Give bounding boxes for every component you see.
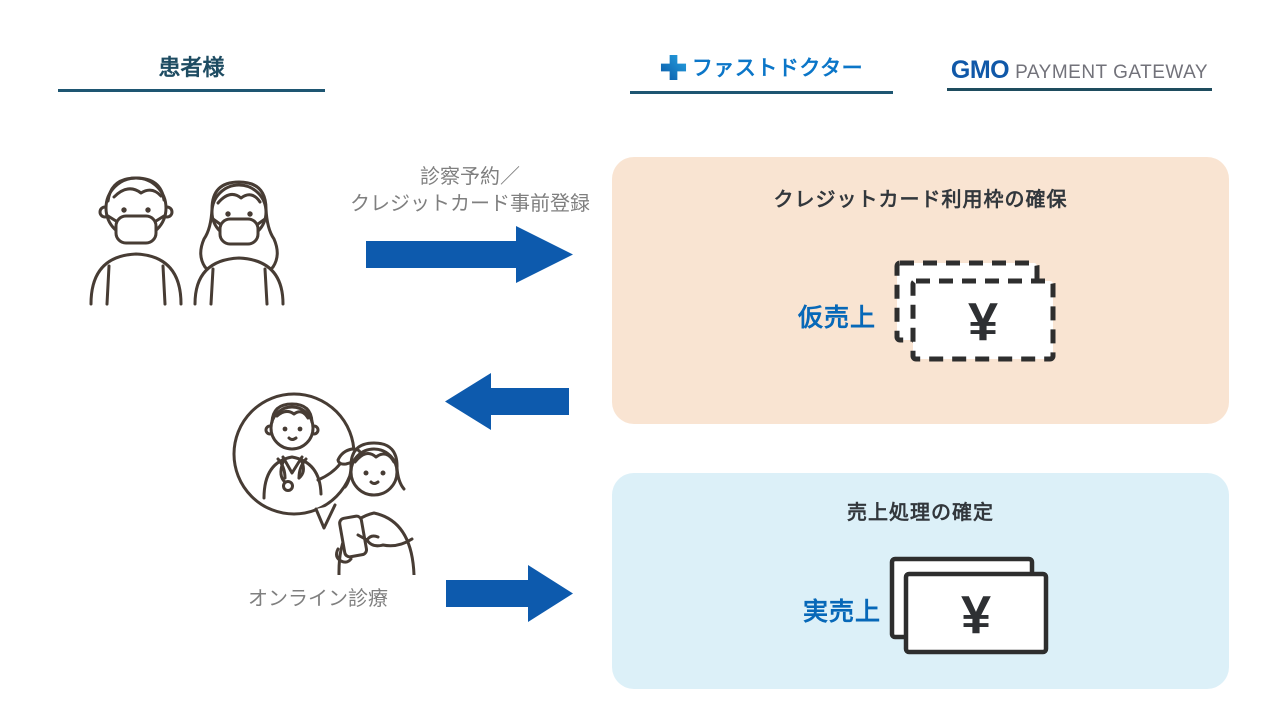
man-hair — [106, 176, 166, 203]
step1-label-line2: クレジットカード事前登録 — [350, 193, 590, 215]
column-header-patient: 患者様 — [158, 55, 225, 80]
solid-card-icon: ¥ — [884, 549, 1056, 666]
doctor-hair — [270, 402, 314, 424]
yen-symbol: ¥ — [968, 292, 998, 352]
gmo-logo-suffix: PAYMENT GATEWAY — [1015, 62, 1209, 83]
capture-box: 売上処理の確定 実売上 ¥ — [612, 473, 1229, 689]
man-body — [89, 252, 183, 306]
fastdoctor-header-divider — [630, 91, 893, 94]
fastdoctor-logo-text: ファストドクター — [691, 57, 864, 80]
column-header-gmo: GMO PAYMENT GATEWAY — [947, 56, 1212, 85]
arrow-right-settlement-icon — [446, 565, 573, 622]
smartphone — [338, 514, 369, 559]
doctor-head — [269, 405, 315, 451]
step2-label: オンライン診療 — [248, 588, 388, 610]
step1-label-line1: 診察予約／ — [420, 166, 520, 188]
capture-box-title: 売上処理の確定 — [847, 502, 994, 524]
provisional-sale-tag: 仮売上 — [798, 304, 877, 332]
woman-mask — [218, 217, 260, 246]
medical-cross-icon — [660, 54, 687, 81]
gmo-logo-text: GMO — [950, 56, 1010, 84]
man-mask — [114, 214, 158, 245]
actual-sale-tag: 実売上 — [803, 598, 882, 626]
auth-box-title: クレジットカード利用枠の確保 — [773, 189, 1068, 211]
patients-illustration — [84, 167, 290, 312]
dashed-card-icon: ¥ — [888, 255, 1060, 372]
doctor-coat — [262, 455, 323, 500]
online-consultation-illustration — [222, 378, 428, 580]
gmo-header-divider — [947, 88, 1212, 91]
patient-hair — [343, 441, 406, 491]
patient-header-divider — [58, 89, 325, 92]
yen-symbol: ¥ — [961, 585, 991, 645]
pointing-hand — [356, 533, 414, 548]
step1-label: 診察予約／ クレジットカード事前登録 — [330, 164, 610, 218]
arrow-left-response-icon — [445, 373, 569, 430]
column-header-fastdoctor: ファストドクター — [630, 52, 893, 82]
arrow-right-booking-icon — [366, 226, 573, 283]
auth-hold-box: クレジットカード利用枠の確保 仮売上 ¥ — [612, 157, 1229, 424]
stethoscope — [282, 480, 294, 492]
holding-hand — [335, 547, 353, 564]
woman-body — [193, 256, 285, 306]
